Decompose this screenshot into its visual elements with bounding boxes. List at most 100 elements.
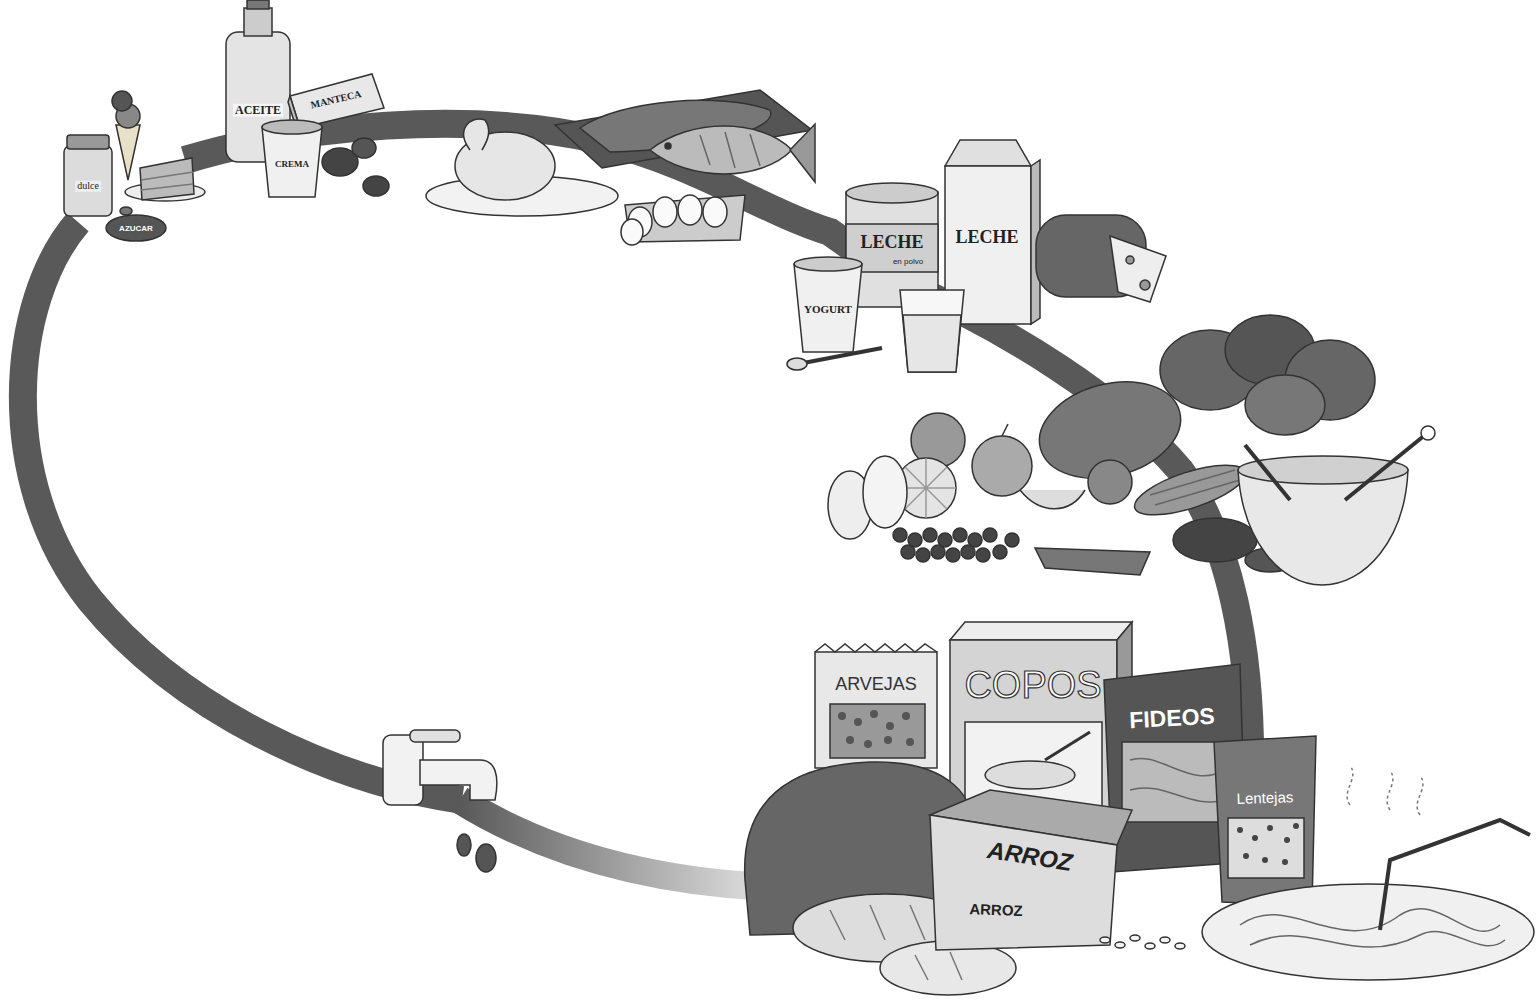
illustration-part xyxy=(1129,455,1250,525)
illustration-part xyxy=(1160,937,1170,943)
illustration-part xyxy=(946,548,960,562)
illustration-part xyxy=(1214,736,1316,906)
illustration-part xyxy=(457,834,471,856)
dairy-group xyxy=(787,140,1166,372)
illustration-part xyxy=(244,8,272,36)
illustration-part xyxy=(1045,732,1090,760)
illustration-part xyxy=(985,761,1075,789)
illustration-part xyxy=(815,652,937,768)
illustration-part xyxy=(961,545,975,559)
illustration-part xyxy=(1140,280,1150,290)
illustration-part xyxy=(886,722,894,730)
illustration-part xyxy=(185,124,1250,775)
illustration-part xyxy=(1150,470,1240,505)
illustration-part xyxy=(900,290,964,372)
illustration-part xyxy=(1345,435,1425,500)
illustration-part xyxy=(67,135,109,149)
fruit-vegetable-group xyxy=(828,315,1435,585)
illustration-part xyxy=(1110,236,1166,302)
package-label: LECHE xyxy=(858,233,925,252)
illustration-part xyxy=(1347,765,1423,815)
package-label: ARROZ xyxy=(984,837,1076,876)
illustration-part xyxy=(1237,827,1243,833)
package-label: LECHE xyxy=(953,228,1020,247)
package-label: COPOS xyxy=(962,666,1103,706)
illustration-part xyxy=(665,143,671,149)
illustration-part xyxy=(1145,943,1155,949)
illustration-part xyxy=(1245,375,1325,435)
package-label: MANTECA xyxy=(308,89,365,112)
illustration-part xyxy=(653,197,677,227)
illustration-part xyxy=(906,738,914,746)
package-label: YOGURT xyxy=(802,304,854,316)
illustration-part xyxy=(893,528,907,542)
illustration-part xyxy=(870,710,878,718)
protein-group xyxy=(426,90,815,245)
illustration-part xyxy=(863,456,907,528)
illustration-part xyxy=(476,844,496,872)
illustration-part xyxy=(1282,859,1288,865)
illustration-part xyxy=(993,545,1007,559)
illustration-part xyxy=(787,358,807,370)
illustration-part xyxy=(1130,758,1225,802)
illustration-part xyxy=(901,545,915,559)
package-label: AZUCAR xyxy=(117,225,155,233)
illustration-part xyxy=(798,348,882,364)
illustration-part xyxy=(945,140,1031,166)
illustration-part xyxy=(1284,837,1290,843)
illustration-part xyxy=(1175,943,1185,949)
illustration-part xyxy=(1245,445,1290,500)
illustration-part xyxy=(363,176,389,196)
illustration-part xyxy=(650,126,792,174)
illustration-part xyxy=(703,197,727,227)
illustration-part xyxy=(1020,490,1085,509)
illustration-part xyxy=(903,315,961,372)
illustration-part xyxy=(972,436,1032,496)
illustration-part xyxy=(846,736,854,744)
illustration-part xyxy=(794,257,862,271)
illustration-part xyxy=(1035,548,1150,575)
illustration-part xyxy=(420,760,497,800)
illustration-part xyxy=(1005,533,1019,547)
illustration-part xyxy=(1380,820,1530,930)
illustration-part xyxy=(838,712,846,720)
sweets-group xyxy=(64,91,205,241)
illustration-part xyxy=(621,219,643,245)
illustration-part xyxy=(1130,935,1140,941)
illustration-part xyxy=(815,644,937,652)
package-label: CREMA xyxy=(273,160,311,169)
package-label: ACEITE xyxy=(233,104,283,117)
cereal-legume-group xyxy=(745,622,1534,995)
illustration-part xyxy=(464,119,489,150)
illustration-part xyxy=(884,736,892,744)
illustration-part xyxy=(1228,818,1304,878)
illustration-part xyxy=(1262,857,1268,863)
illustration-part xyxy=(893,528,1019,562)
illustration-part xyxy=(1115,942,1125,948)
illustration-part xyxy=(930,815,1117,950)
illustration-part xyxy=(106,215,166,241)
illustration-part xyxy=(915,952,962,980)
illustration-part xyxy=(1100,935,1185,949)
illustration-part xyxy=(902,712,910,720)
illustration-part xyxy=(1293,823,1299,829)
package-label: Lentejas xyxy=(1234,789,1295,807)
illustration-part xyxy=(140,158,194,200)
illustration-part xyxy=(838,710,914,748)
illustration-part xyxy=(854,718,862,726)
illustration-part xyxy=(64,146,112,216)
illustration-part xyxy=(1100,937,1110,943)
illustration-part xyxy=(976,548,990,562)
illustration-part xyxy=(923,528,937,542)
illustration-part xyxy=(141,184,193,190)
package-label: ARROZ xyxy=(967,901,1025,919)
oval-band xyxy=(23,124,1250,888)
illustration-part xyxy=(916,548,930,562)
illustration-part xyxy=(112,91,132,111)
illustration-part xyxy=(790,124,815,182)
package-label: ARVEJAS xyxy=(833,675,919,694)
illustration-part xyxy=(1421,426,1435,440)
illustration-part xyxy=(983,528,997,542)
